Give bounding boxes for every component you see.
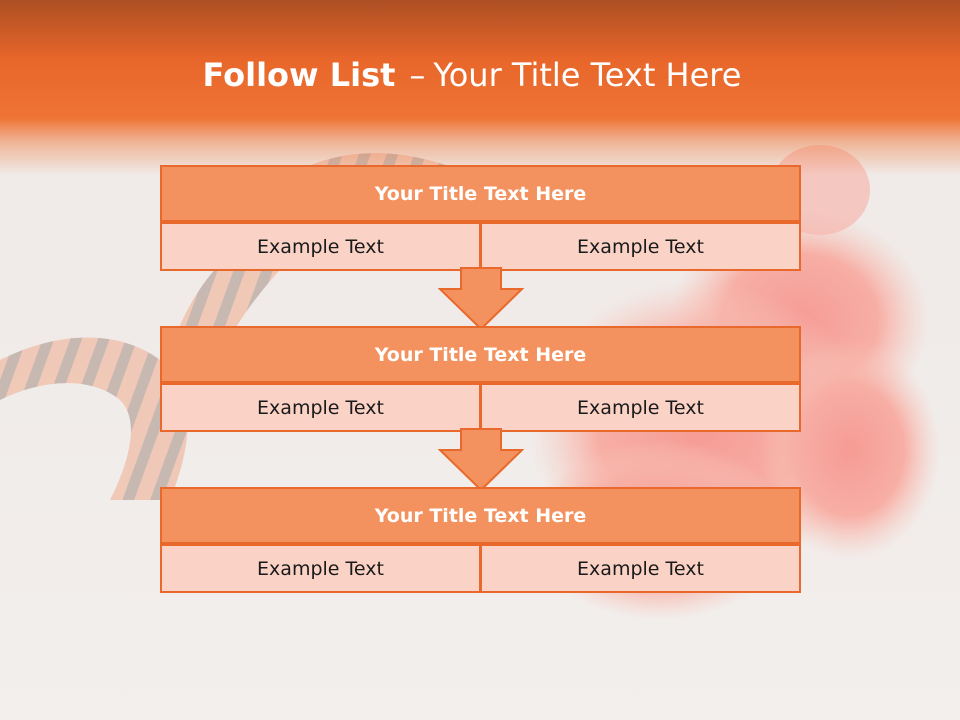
list-block-1: Your Title Text Here Example Text Exampl… <box>160 165 801 271</box>
list-block-3: Your Title Text Here Example Text Exampl… <box>160 487 801 593</box>
header-band <box>0 0 960 175</box>
slide-title: Follow List–Your Title Text Here <box>0 52 944 98</box>
title-bold: Follow List <box>202 56 396 94</box>
example-text-left: Example Text <box>160 222 481 271</box>
block-title: Your Title Text Here <box>160 326 801 383</box>
example-text-right: Example Text <box>480 544 801 593</box>
block-title: Your Title Text Here <box>160 487 801 544</box>
example-text-left: Example Text <box>160 544 481 593</box>
title-rest: Your Title Text Here <box>433 56 742 94</box>
down-arrow-icon <box>438 428 524 492</box>
block-title: Your Title Text Here <box>160 165 801 222</box>
example-text-right: Example Text <box>480 222 801 271</box>
down-arrow-icon <box>438 267 524 331</box>
example-text-left: Example Text <box>160 383 481 432</box>
example-text-right: Example Text <box>480 383 801 432</box>
list-block-2: Your Title Text Here Example Text Exampl… <box>160 326 801 432</box>
title-separator: – <box>409 56 426 94</box>
